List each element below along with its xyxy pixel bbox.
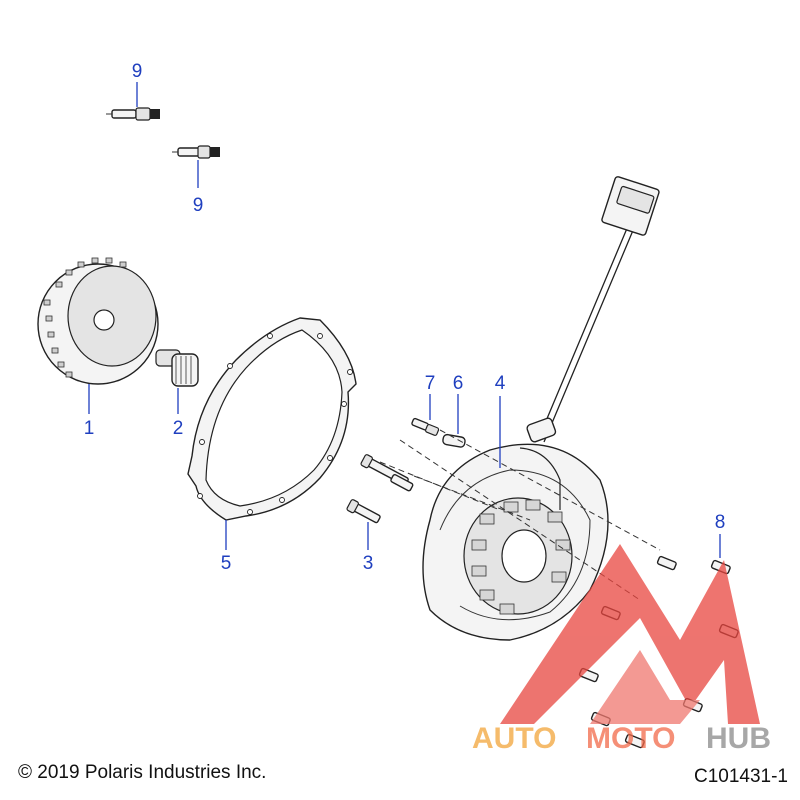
callout-3: 3 [363, 553, 374, 574]
callout-9-lower: 9 [193, 195, 204, 216]
leader-dash-b [413, 475, 531, 521]
part-4-stator [463, 497, 573, 615]
part-5-gasket [187, 317, 357, 521]
callout-2: 2 [173, 418, 184, 439]
callout-6: 6 [453, 373, 464, 394]
callout-4: 4 [495, 373, 506, 394]
callout-1: 1 [84, 418, 95, 439]
callout-8: 8 [715, 512, 726, 533]
svg-text:AUTO: AUTO [472, 722, 556, 755]
part-9-stud-upper [106, 107, 160, 121]
part-6-clamp [442, 433, 466, 448]
copyright-text: © 2019 Polaris Industries Inc. [18, 762, 267, 783]
svg-text:MOTO: MOTO [586, 722, 675, 755]
watermark-logo: AUTO MOTO HUB [472, 544, 771, 755]
leader-dash-a [379, 461, 501, 511]
part-3-bolts [346, 454, 414, 524]
part-7-bolts [411, 417, 440, 436]
callout-9-upper: 9 [132, 61, 143, 82]
part-1-flywheel [37, 257, 159, 385]
svg-text:HUB: HUB [706, 722, 771, 755]
part-9-stud-lower [172, 145, 220, 159]
leader-dash-d [399, 439, 641, 601]
leader-dash-c [439, 429, 661, 551]
callout-5: 5 [221, 553, 232, 574]
part-2-gear-shaft [155, 349, 199, 387]
part-4-harness [519, 176, 660, 510]
figure-id: C101431-1 [693, 766, 788, 787]
callout-7: 7 [425, 373, 436, 394]
